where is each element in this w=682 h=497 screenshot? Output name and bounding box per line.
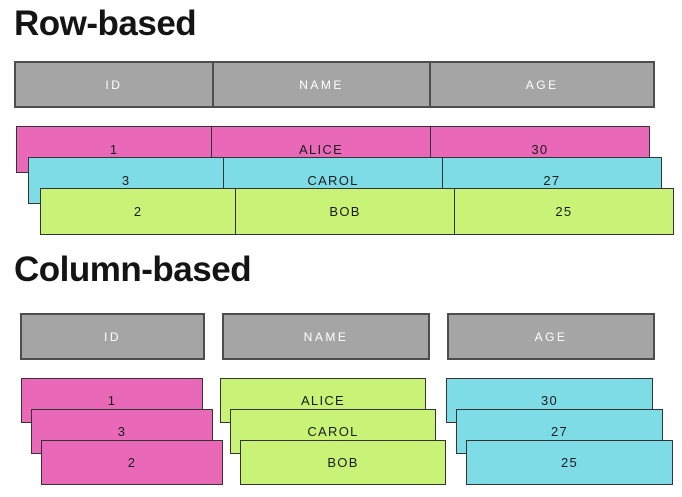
row-based-header: ID NAME AGE [14,61,655,108]
cell-id: 3 [121,173,131,188]
column-header-id: ID [20,313,205,360]
cell-age: 30 [429,127,649,172]
cell-name: ALICE [211,127,429,172]
cell-age: 27 [441,158,661,203]
cell-age: 25 [453,189,673,234]
header-cell-id: ID [105,77,123,92]
age-value-box: 25 [466,440,673,485]
section-title-row-based: Row-based [14,4,197,43]
column-header-age: AGE [447,313,655,360]
header-cell-name: NAME [211,63,430,106]
cell-id: 1 [109,142,119,157]
id-value-box: 2 [41,440,223,485]
row-record-bob: 2 BOB 25 [40,188,674,235]
name-value-box: BOB [240,440,446,485]
header-cell-age: AGE [429,63,653,106]
column-header-name: NAME [222,313,430,360]
section-title-column-based: Column-based [14,250,252,289]
cell-id: 2 [133,204,143,219]
cell-name: BOB [235,189,453,234]
cell-name: CAROL [223,158,441,203]
